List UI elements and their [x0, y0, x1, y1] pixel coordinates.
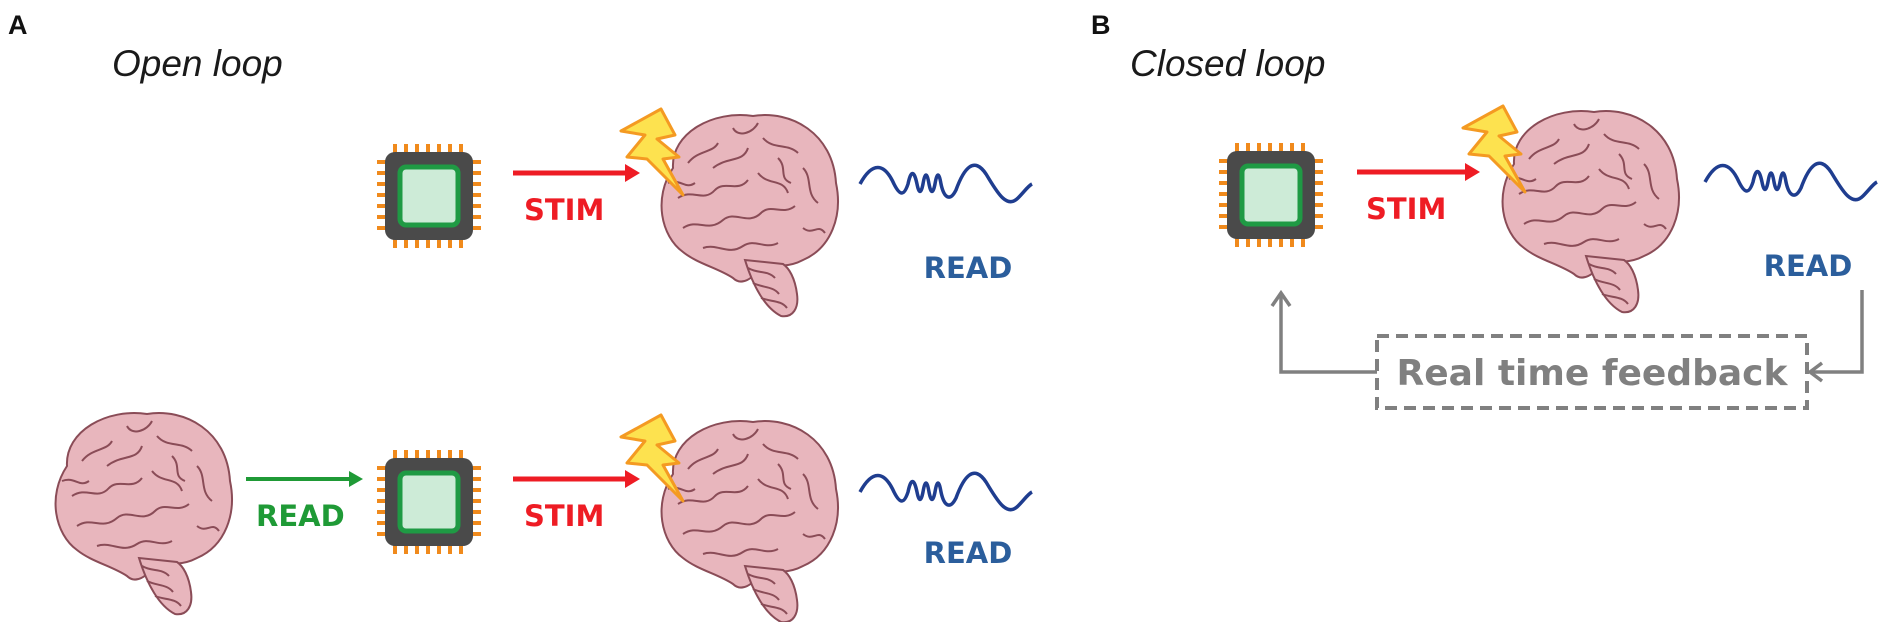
feedback-right-connector — [1812, 290, 1864, 374]
brain-wave-icon — [858, 163, 1034, 204]
stim-arrowhead — [625, 164, 640, 182]
lightning-bolt-icon — [619, 107, 685, 197]
lightning-bolt-icon — [619, 413, 685, 503]
read-input-label: READ — [256, 499, 345, 533]
feedback-right-arrowhead — [1807, 361, 1824, 383]
brain-wave-icon — [858, 471, 1034, 512]
panel-a-letter: A — [8, 10, 28, 40]
brain-wave-icon — [1703, 161, 1879, 202]
feedback-left-connector — [1279, 296, 1377, 374]
brain-icon — [660, 420, 839, 622]
feedback-loop: Real time feedback — [1270, 289, 1864, 410]
panel-b-title: Closed loop — [1130, 43, 1325, 84]
read-output-label: READ — [924, 251, 1013, 285]
feedback-left-arrowhead — [1270, 289, 1292, 307]
stim-arrowhead — [1465, 163, 1480, 181]
brain-icon — [1501, 110, 1680, 314]
feedback-box — [1375, 334, 1809, 410]
panel-b-letter: B — [1091, 10, 1111, 40]
stim-label: STIM — [524, 499, 604, 533]
read-output-label: READ — [1764, 249, 1853, 283]
brain-icon — [54, 412, 233, 616]
stim-label: STIM — [1366, 192, 1446, 226]
brain-icon — [660, 114, 839, 318]
microchip-icon — [1219, 143, 1323, 247]
read-input-arrowhead — [349, 471, 363, 487]
feedback-label: Real time feedback — [1397, 353, 1789, 394]
microchip-icon — [377, 450, 481, 554]
microchip-icon — [377, 144, 481, 248]
panel-a-title: Open loop — [112, 43, 283, 84]
stim-label: STIM — [524, 193, 604, 227]
read-output-label: READ — [924, 536, 1013, 570]
lightning-bolt-icon — [1461, 104, 1527, 194]
stim-arrowhead — [625, 470, 640, 488]
